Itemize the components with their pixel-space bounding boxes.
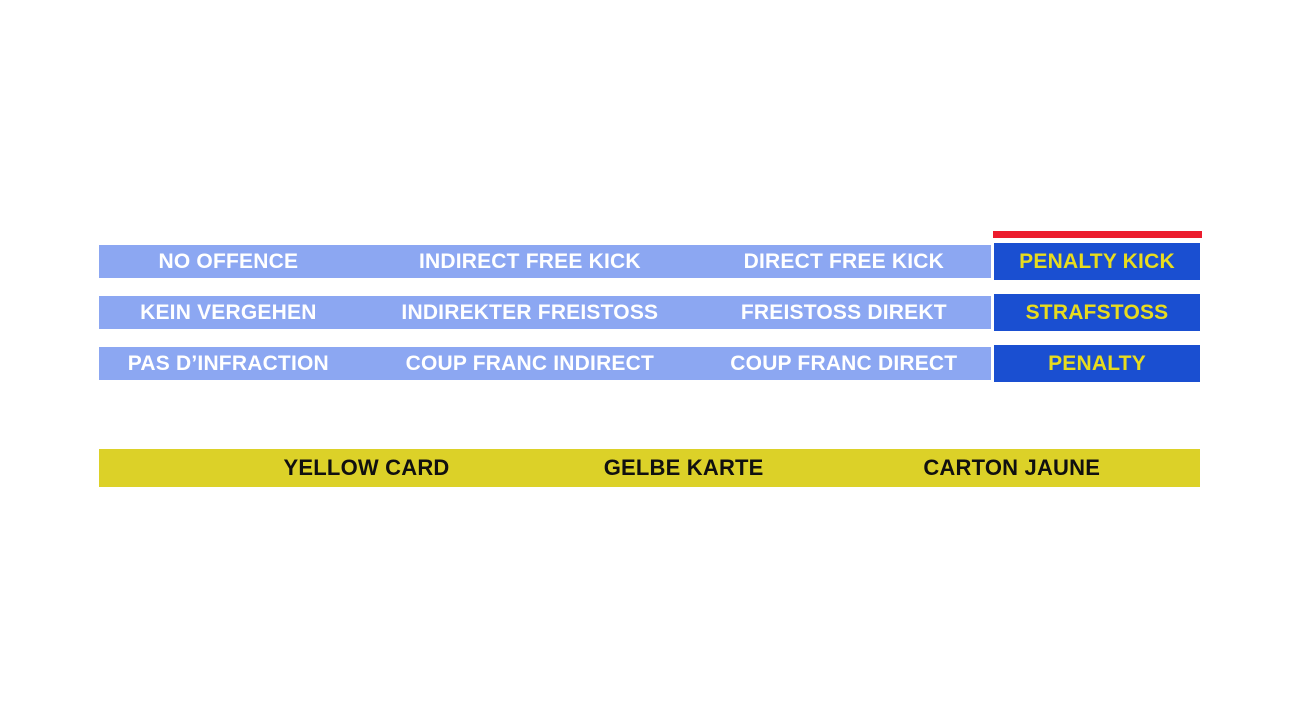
label-freistoss-direkt: FREISTOSS DIREKT — [740, 301, 947, 324]
penalty-box-french: PENALTY — [994, 345, 1200, 382]
severity-row-english: NO OFFENCE INDIRECT FREE KICK DIRECT FRE… — [0, 243, 1290, 280]
label-strafstoss: STRAFSTOSS — [1025, 300, 1169, 324]
offence-scale-bar-french: PAS D’INFRACTION COUP FRANC INDIRECT COU… — [99, 347, 991, 380]
label-indirekter-freistoss: INDIREKTER FREISTOSS — [401, 301, 659, 324]
label-yellow-card: YELLOW CARD — [283, 455, 450, 480]
label-gelbe-karte: GELBE KARTE — [603, 455, 764, 480]
label-penalty: PENALTY — [1048, 351, 1146, 375]
label-carton-jaune: CARTON JAUNE — [923, 455, 1101, 480]
penalty-highlight-bar — [993, 231, 1202, 238]
label-kein-vergehen: KEIN VERGEHEN — [140, 301, 317, 324]
label-no-offence: NO OFFENCE — [158, 250, 299, 273]
label-coup-franc-direct: COUP FRANC DIRECT — [730, 352, 958, 375]
penalty-box-german: STRAFSTOSS — [994, 294, 1200, 331]
severity-row-german: KEIN VERGEHEN INDIREKTER FREISTOSS FREIS… — [0, 294, 1290, 331]
offence-scale-bar-german: KEIN VERGEHEN INDIREKTER FREISTOSS FREIS… — [99, 296, 991, 329]
label-pas-dinfraction: PAS D’INFRACTION — [127, 352, 329, 375]
severity-row-french: PAS D’INFRACTION COUP FRANC INDIRECT COU… — [0, 345, 1290, 382]
label-penalty-kick: PENALTY KICK — [1019, 249, 1175, 273]
label-coup-franc-indirect: COUP FRANC INDIRECT — [405, 352, 655, 375]
offence-scale-bar-english: NO OFFENCE INDIRECT FREE KICK DIRECT FRE… — [99, 245, 991, 278]
penalty-box-english: PENALTY KICK — [994, 243, 1200, 280]
yellow-card-bar: YELLOW CARD GELBE KARTE CARTON JAUNE — [99, 449, 1200, 487]
label-direct-free-kick: DIRECT FREE KICK — [743, 250, 944, 273]
label-indirect-free-kick: INDIRECT FREE KICK — [418, 250, 641, 273]
